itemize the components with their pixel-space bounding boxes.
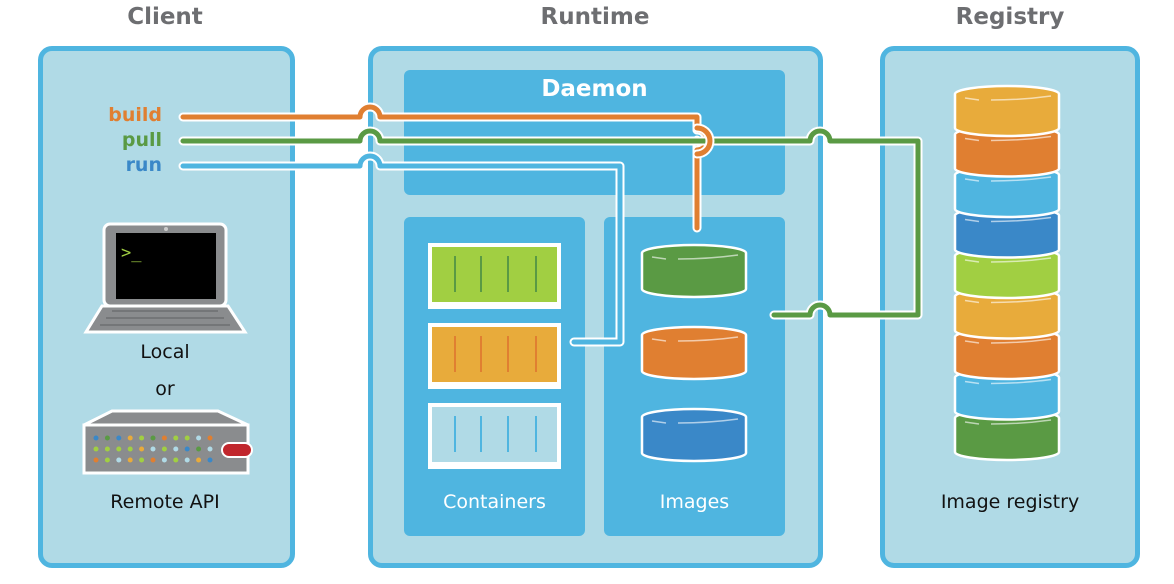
server-led: [161, 435, 167, 441]
pull-command-label: pull: [121, 129, 162, 151]
server-led: [127, 435, 133, 441]
client-title: Client: [127, 4, 203, 30]
server-led: [150, 446, 156, 452]
server-led: [196, 457, 202, 463]
image-registry-label: Image registry: [940, 491, 1080, 513]
image-cylinder-icon: [640, 243, 748, 299]
build-command-label: build: [108, 104, 162, 126]
local-label: Local: [140, 341, 190, 363]
server-led: [139, 446, 145, 452]
server-led: [104, 457, 110, 463]
container-icon: [428, 323, 561, 389]
terminal-prompt: >_: [121, 243, 142, 263]
server-led: [161, 457, 167, 463]
daemon-label: Daemon: [541, 76, 648, 102]
server-led: [93, 446, 99, 452]
runtime-title: Runtime: [540, 4, 650, 30]
remote-api-label: Remote API: [110, 491, 220, 513]
server-led: [127, 446, 133, 452]
containers-label: Containers: [443, 491, 546, 513]
server-led: [184, 435, 190, 441]
server-led: [116, 457, 122, 463]
container-icon: [428, 403, 561, 469]
client-panel: [38, 46, 295, 568]
server-led: [93, 435, 99, 441]
laptop-icon: >_: [83, 222, 248, 334]
container-icon: [428, 243, 561, 309]
image-cylinder-icon: [640, 407, 748, 463]
server-led: [161, 446, 167, 452]
server-led: [127, 457, 133, 463]
server-led: [184, 457, 190, 463]
run-command-label: run: [125, 154, 162, 176]
server-led: [173, 446, 179, 452]
server-led: [207, 457, 213, 463]
server-led: [173, 435, 179, 441]
server-led: [207, 435, 213, 441]
server-led: [150, 435, 156, 441]
server-led: [93, 457, 99, 463]
or-label: or: [155, 378, 175, 400]
server-led: [104, 435, 110, 441]
server-led: [139, 435, 145, 441]
registry-layer-icon: [953, 84, 1061, 138]
daemon-box: [404, 70, 785, 195]
server-led: [116, 435, 122, 441]
server-led: [150, 457, 156, 463]
server-led: [207, 446, 213, 452]
registry-layer-icon: [953, 125, 1061, 178]
server-icon: [82, 409, 253, 475]
server-led: [184, 446, 190, 452]
connection-lines: [178, 102, 923, 347]
server-led: [139, 457, 145, 463]
server-led: [173, 457, 179, 463]
image-cylinder-icon: [640, 325, 748, 381]
server-led: [104, 446, 110, 452]
server-led: [196, 446, 202, 452]
images-label: Images: [659, 491, 730, 513]
registry-title: Registry: [955, 4, 1065, 30]
server-led: [116, 446, 122, 452]
server-led: [196, 435, 202, 441]
